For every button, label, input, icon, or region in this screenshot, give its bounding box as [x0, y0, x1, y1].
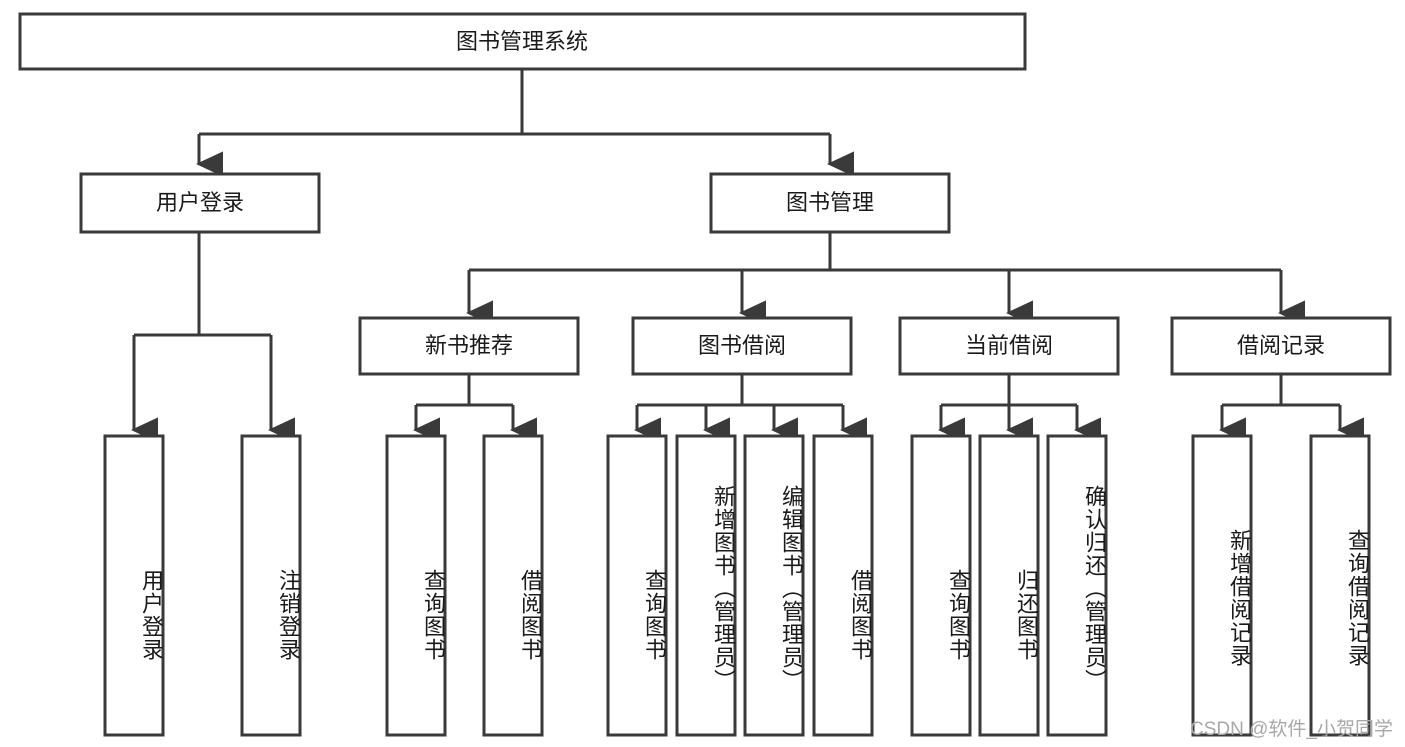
node-user-login-label: 用户登录 — [156, 190, 244, 215]
node-current-borrow-rect[interactable] — [898, 316, 1120, 376]
node-user-login[interactable]: 用户登录 — [79, 172, 321, 234]
node-book-borrow-rect[interactable] — [631, 316, 853, 376]
leaf-rect-book-borrow-2[interactable] — [675, 434, 737, 737]
node-borrow-record-label: 借阅记录 — [1237, 333, 1325, 358]
node-borrow-record[interactable]: 借阅记录 — [1170, 316, 1392, 376]
leaf-rect-new-book-1[interactable] — [385, 434, 447, 737]
node-user-login-rect[interactable] — [79, 172, 321, 234]
node-book-borrow[interactable]: 图书借阅 — [631, 316, 853, 376]
node-current-borrow[interactable]: 当前借阅 — [898, 316, 1120, 376]
leaf-rect-borrow-record-1[interactable] — [1191, 434, 1253, 737]
node-book-manage-rect[interactable] — [709, 172, 951, 234]
node-current-borrow-label: 当前借阅 — [965, 333, 1053, 358]
watermark-text: CSDN @软件_小贺同学 — [1190, 719, 1393, 740]
leaf-rect-current-borrow-1[interactable] — [910, 434, 972, 737]
leaf-rect-current-borrow-3[interactable] — [1046, 434, 1108, 737]
leaf-rect-book-borrow-3[interactable] — [743, 434, 805, 737]
node-borrow-record-rect[interactable] — [1170, 316, 1392, 376]
node-book-manage-label: 图书管理 — [786, 190, 874, 215]
leaf-rect-book-borrow-1[interactable] — [606, 434, 668, 737]
leaf-rect-user-login-1[interactable] — [103, 434, 165, 737]
connector-group — [131, 69, 1364, 443]
node-book-borrow-label: 图书借阅 — [698, 333, 786, 358]
leaf-rect-new-book-2[interactable] — [482, 434, 544, 737]
node-root-label: 图书管理系统 — [456, 29, 588, 54]
leaf-rect-user-login-2[interactable] — [240, 434, 302, 737]
node-new-book-rect[interactable] — [358, 316, 580, 376]
node-book-manage[interactable]: 图书管理 — [709, 172, 951, 234]
leaf-rect-borrow-record-2[interactable] — [1309, 434, 1371, 737]
node-new-book[interactable]: 新书推荐 — [358, 316, 580, 376]
leaf-rect-group — [103, 434, 1371, 737]
node-new-book-label: 新书推荐 — [425, 333, 513, 358]
node-root[interactable]: 图书管理系统 — [18, 12, 1027, 71]
leaf-rect-book-borrow-4[interactable] — [812, 434, 874, 737]
node-root-rect[interactable] — [18, 12, 1027, 71]
leaf-rect-current-borrow-2[interactable] — [978, 434, 1040, 737]
